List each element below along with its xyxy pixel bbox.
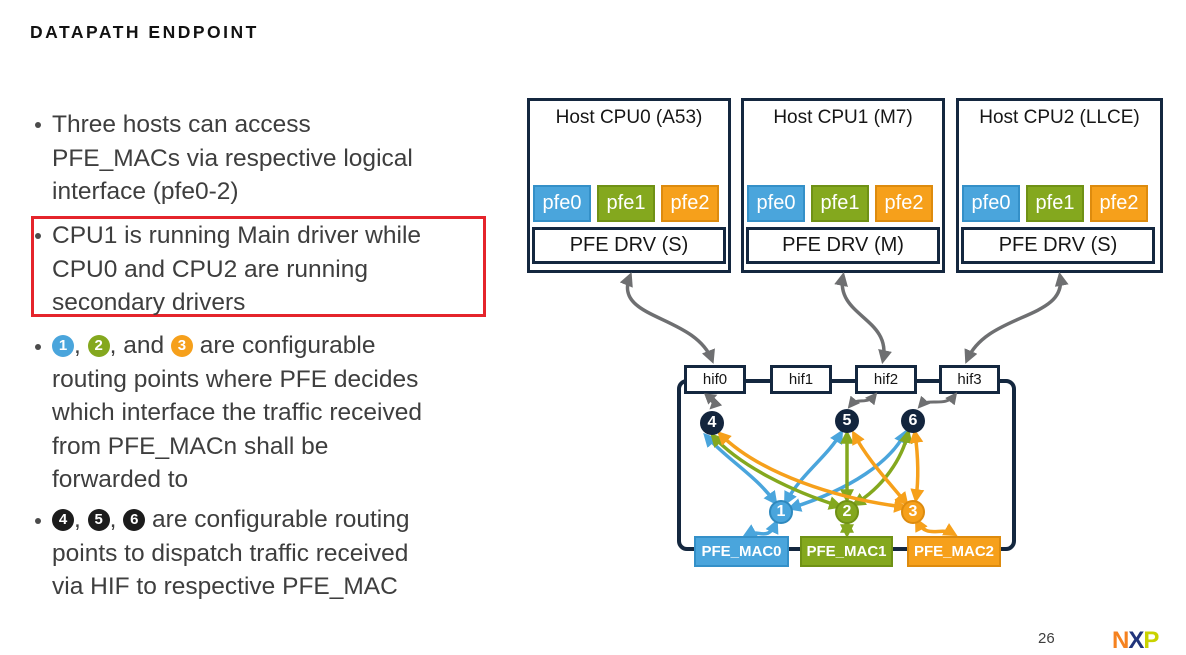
host1-pfe2-chip: pfe2 [875, 185, 933, 222]
bullet-4-line: points to dispatch traffic received [52, 539, 409, 567]
host2-pfe1-chip: pfe1 [1026, 185, 1084, 222]
pfe-mac1-box: PFE_MAC1 [800, 536, 893, 567]
nxp-logo-x: X [1128, 627, 1144, 654]
host0-pfe-drv-box: PFE DRV (S) [532, 227, 726, 264]
nxp-logo-n: N [1112, 627, 1129, 654]
routing-point-2: 2 [835, 500, 859, 524]
bullet-1-line: Three hosts can access [52, 111, 311, 138]
routing-point-3-badge: 3 [170, 335, 193, 357]
host-cpu2-box: Host CPU2 (LLCE) pfe0 pfe1 pfe2 PFE DRV … [956, 98, 1163, 273]
routing-point-3: 3 [901, 500, 925, 524]
arrow-drv1-hif2 [834, 271, 892, 365]
host0-pfe1-chip: pfe1 [597, 185, 655, 222]
routing-point-6-badge: 6 [123, 509, 146, 531]
arrow-drv2-hif3 [964, 271, 1069, 364]
hif3-box: hif3 [939, 365, 1000, 394]
page-number: 26 [1038, 630, 1055, 647]
highlight-red-box [31, 216, 486, 317]
hif0-box: hif0 [684, 365, 746, 394]
pfe-mac0-box: PFE_MAC0 [694, 536, 789, 567]
bullet-3: 1, 2, and 3 are configurable routing poi… [52, 329, 422, 497]
host1-pfe0-chip: pfe0 [747, 185, 805, 222]
bullet-1-line: PFE_MACs via respective logical [52, 144, 413, 172]
bullet-4-text: are configurable routing [145, 506, 410, 533]
routing-point-5-badge: 5 [87, 509, 110, 531]
nxp-logo-p: P [1143, 627, 1159, 654]
host-cpu0-title: Host CPU0 (A53) [555, 107, 703, 128]
bullet-4-line1: 4, 5, 6 are configurable routing [52, 503, 409, 537]
page-title: DATAPATH ENDPOINT [30, 22, 259, 42]
nxp-logo: NXP [1112, 627, 1159, 655]
host2-pfe2-chip: pfe2 [1090, 185, 1148, 222]
arrow-drv0-hif0 [619, 272, 715, 364]
bullet-3-line: forwarded to [52, 466, 189, 493]
routing-point-1-badge: 1 [52, 335, 74, 357]
bullet-3-line: which interface the traffic received [52, 399, 422, 426]
bullet-dot [35, 122, 41, 128]
bullet-4: 4, 5, 6 are configurable routing points … [52, 503, 409, 604]
separator: , [74, 332, 88, 359]
bullet-1-line: interface (pfe0-2) [52, 178, 239, 205]
host2-pfe0-chip: pfe0 [962, 185, 1020, 222]
bullet-dot [35, 233, 41, 239]
host0-pfe2-chip: pfe2 [661, 185, 719, 222]
host-cpu0-box: Host CPU0 (A53) pfe0 pfe1 pfe2 PFE DRV (… [527, 98, 731, 273]
hif1-box: hif1 [770, 365, 832, 394]
bullet-dot [35, 344, 41, 350]
host-cpu2-title: Host CPU2 (LLCE) [979, 107, 1140, 128]
host1-pfe1-chip: pfe1 [811, 185, 869, 222]
separator: , [109, 506, 124, 533]
routing-point-4-badge: 4 [52, 509, 74, 531]
routing-point-2-badge: 2 [87, 335, 110, 357]
separator: , [74, 506, 88, 533]
host-cpu1-box: Host CPU1 (M7) pfe0 pfe1 pfe2 PFE DRV (M… [741, 98, 945, 273]
bullet-3-text: are configurable [192, 332, 376, 359]
bullet-2: CPU1 is running Main driver while CPU0 a… [52, 219, 421, 320]
host-cpu1-title: Host CPU1 (M7) [773, 107, 913, 128]
bullet-3-line1: 1, 2, and 3 are configurable [52, 329, 422, 363]
bullet-2-line: secondary drivers [52, 289, 246, 316]
host0-pfe0-chip: pfe0 [533, 185, 591, 222]
bullet-3-line: from PFE_MACn shall be [52, 432, 329, 460]
separator: , and [109, 332, 171, 359]
bullet-4-line: via HIF to respective PFE_MAC [52, 573, 398, 600]
bullet-1: Three hosts can access PFE_MACs via resp… [52, 108, 413, 209]
bullet-2-line: CPU0 and CPU2 are running [52, 255, 368, 283]
routing-point-6: 6 [901, 409, 925, 433]
routing-point-5: 5 [835, 409, 859, 433]
host1-pfe-drv-box: PFE DRV (M) [746, 227, 940, 264]
host2-pfe-drv-box: PFE DRV (S) [961, 227, 1155, 264]
hif2-box: hif2 [855, 365, 917, 394]
routing-point-1: 1 [769, 500, 793, 524]
pfe-block-container [677, 379, 1016, 551]
pfe-mac2-box: PFE_MAC2 [907, 536, 1001, 567]
bullet-dot [35, 518, 41, 524]
routing-point-4: 4 [700, 411, 724, 435]
bullet-2-line: CPU1 is running Main driver while [52, 222, 422, 249]
bullet-3-line: routing points where PFE decides [52, 365, 419, 393]
